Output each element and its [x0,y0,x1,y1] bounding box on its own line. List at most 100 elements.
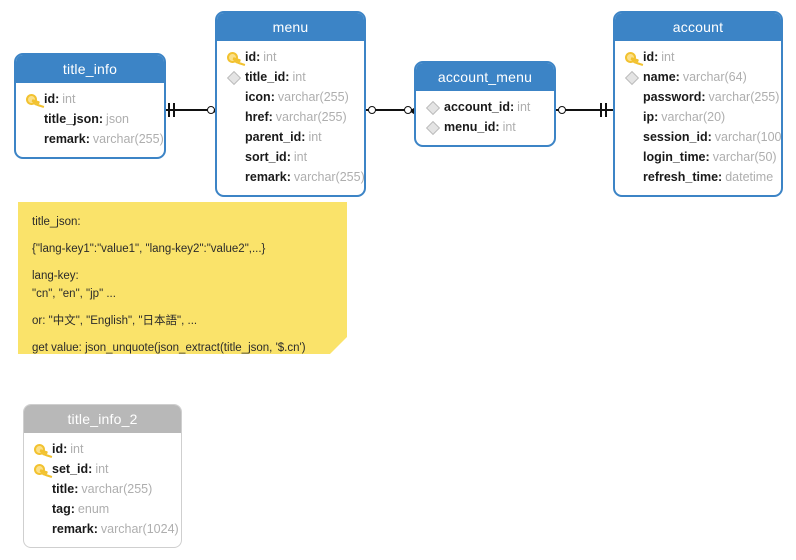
cardinality-zero-or-many [542,102,567,118]
entity-account-fields: id: int name: varchar(64) password: varc… [615,41,781,195]
key-icon [33,462,50,476]
key-icon [33,442,50,456]
field-row[interactable]: remark: varchar(255) [217,167,364,187]
no-icon [33,502,50,516]
field-row[interactable]: remark: varchar(1024) [24,519,181,539]
field-name: title [52,482,75,496]
field-row[interactable]: id: int [615,47,781,67]
no-icon [226,130,243,144]
entity-account-header: account [615,13,781,41]
field-type: varchar(255) [277,90,349,104]
field-row[interactable]: parent_id: int [217,127,364,147]
diamond-icon [226,70,243,84]
note-line: title_json: [32,216,81,228]
no-icon [624,170,641,184]
title-json-note[interactable]: title_json: {"lang-key1":"value1", "lang… [18,202,347,354]
field-row[interactable]: ip: varchar(20) [615,107,781,127]
entity-account-menu-header: account_menu [416,63,554,91]
field-row[interactable]: tag: enum [24,499,181,519]
field-type: int [292,70,306,84]
relationship-menu-account-menu [363,102,422,118]
field-name: id [245,50,257,64]
field-name: sort_id [245,150,287,164]
field-type: varchar(20) [661,110,726,124]
field-name: id [643,50,655,64]
field-name: title_id [245,70,286,84]
field-row[interactable]: set_id: int [24,459,181,479]
entity-title-info-2-header: title_info_2 [24,405,181,433]
relationship-line [363,109,418,111]
no-icon [226,170,243,184]
no-icon [25,132,42,146]
field-type: int [661,50,675,64]
no-icon [624,150,641,164]
field-type: varchar(255) [81,482,153,496]
entity-title-info[interactable]: title_info id: int title_json: json rema… [14,53,166,159]
entity-menu-fields: id: int title_id: int icon: varchar(255)… [217,41,364,195]
field-name: remark [44,132,86,146]
field-row[interactable]: remark: varchar(255) [16,129,164,149]
field-name: icon [245,90,271,104]
field-row[interactable]: href: varchar(255) [217,107,364,127]
field-type: varchar(255) [92,132,164,146]
relationship-line [555,109,615,111]
note-line: get value: json_unquote(json_extract(tit… [32,342,306,354]
field-name: ip [643,110,655,124]
field-type: int [62,92,76,106]
field-name: login_time [643,150,706,164]
field-name: id [52,442,64,456]
no-icon [624,90,641,104]
entity-menu[interactable]: menu id: int title_id: int icon: varchar… [215,11,366,197]
relationship-account-menu-account [542,102,615,118]
field-type: int [263,50,277,64]
field-type: int [517,100,531,114]
field-row[interactable]: sort_id: int [217,147,364,167]
key-icon [624,50,641,64]
field-row[interactable]: login_time: varchar(50) [615,147,781,167]
field-name: name [643,70,676,84]
field-row[interactable]: id: int [16,89,164,109]
field-name: tag [52,502,71,516]
entity-account[interactable]: account id: int name: varchar(64) passwo… [613,11,783,197]
field-row[interactable]: account_id: int [416,97,554,117]
entity-title-info-header: title_info [16,55,164,83]
field-type: int [70,442,84,456]
field-type: datetime [725,170,774,184]
relationship-line [163,109,221,111]
field-name: set_id [52,462,89,476]
field-name: href [245,110,269,124]
cardinality-exactly-one [163,102,181,118]
entity-title-info-2[interactable]: title_info_2 id: int set_id: int title: … [23,404,182,548]
entity-title-info-2-fields: id: int set_id: int title: varchar(255) … [24,433,181,547]
field-row[interactable]: name: varchar(64) [615,67,781,87]
key-icon [25,92,42,106]
field-row[interactable]: title_id: int [217,67,364,87]
field-row[interactable]: title_json: json [16,109,164,129]
note-line: {"lang-key1":"value1", "lang-key2":"valu… [32,243,266,255]
field-row[interactable]: menu_id: int [416,117,554,137]
field-row[interactable]: password: varchar(255) [615,87,781,107]
no-icon [25,112,42,126]
field-type: int [95,462,109,476]
field-row[interactable]: title: varchar(255) [24,479,181,499]
diamond-icon [624,70,641,84]
field-type: varchar(64) [682,70,747,84]
field-type: int [502,120,516,134]
field-type: int [293,150,308,164]
field-name: session_id [643,130,708,144]
field-type: json [106,112,129,126]
field-type: varchar(255) [275,110,347,124]
entity-account-menu[interactable]: account_menu account_id: int menu_id: in… [414,61,556,147]
note-line: or: "中文", "English", "日本語", ... [32,315,198,327]
no-icon [226,90,243,104]
field-type: varchar(50) [712,150,777,164]
field-row[interactable]: icon: varchar(255) [217,87,364,107]
field-name: account_id [444,100,510,114]
field-row[interactable]: refresh_time: datetime [615,167,781,187]
no-icon [33,522,50,536]
field-row[interactable]: id: int [24,439,181,459]
note-text: title_json: {"lang-key1":"value1", "lang… [18,202,347,354]
field-row[interactable]: session_id: varchar(100) [615,127,781,147]
field-type: varchar(100) [714,130,783,144]
field-row[interactable]: id: int [217,47,364,67]
